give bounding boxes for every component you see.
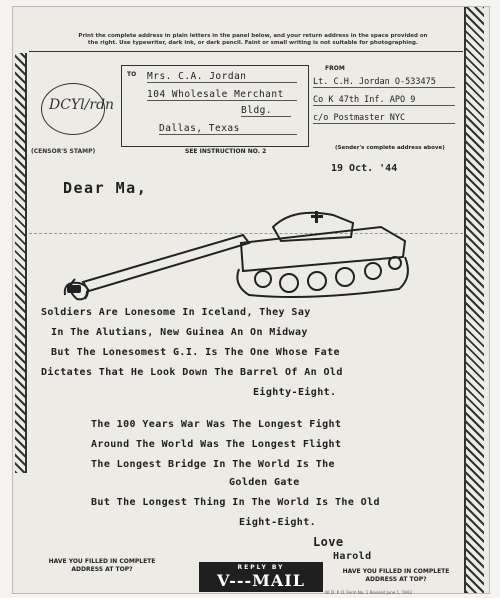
footer-left-line-1: HAVE YOU FILLED IN COMPLETE (48, 558, 156, 565)
recipient-address-box (121, 65, 309, 147)
to-address-line-4: Dallas, Texas (159, 123, 297, 135)
verse2-line-3: The Longest Bridge In The World Is The (91, 459, 335, 470)
verse1-line-5: Eighty-Eight. (253, 387, 337, 398)
verse2-line-4: Golden Gate (229, 477, 300, 488)
form-print-line: W. D. P. O. Form No. 1 Revised June 1, 1… (325, 590, 412, 595)
signature: Harold (333, 551, 372, 562)
reply-by-label: REPLY BY (237, 564, 285, 571)
to-label: TO (127, 71, 137, 78)
verse1-line-1: Soldiers Are Lonesome In Iceland, They S… (41, 307, 311, 318)
footer-right-line-2: ADDRESS AT TOP? (365, 576, 427, 583)
from-address-line-2: Co K 47th Inf. APO 9 (313, 95, 455, 106)
to-address-line-3: Bldg. (241, 105, 291, 117)
see-instruction-label: SEE INSTRUCTION NO. 2 (185, 148, 267, 155)
verse1-line-2: In The Alutians, New Guinea An On Midway (51, 327, 308, 338)
from-address-line-1: Lt. C.H. Jordan O-533475 (313, 77, 455, 88)
verse1-line-3: But The Lonesomest G.I. Is The One Whose… (51, 347, 340, 358)
to-address-line-1: Mrs. C.A. Jordan (147, 71, 297, 83)
sender-address-note: (Sender's complete address above) (335, 145, 445, 151)
verse1-line-4: Dictates That He Look Down The Barrel Of… (41, 367, 343, 378)
vmail-logo: REPLY BY V---MAIL (199, 562, 323, 592)
print-instructions: Print the complete address in plain lett… (78, 33, 428, 46)
censor-stamp-circle (41, 83, 105, 135)
tank-drawing (63, 211, 409, 301)
censor-stamp-label: (CENSOR'S STAMP) (31, 148, 96, 155)
from-address-line-3: c/o Postmaster NYC (313, 113, 455, 124)
censor-signature: DCYl/rdn (49, 97, 115, 113)
salutation: Dear Ma, (63, 179, 148, 197)
letter-date: 19 Oct. '44 (331, 163, 398, 174)
vmail-form: Print the complete address in plain lett… (12, 6, 490, 595)
left-hatched-border (15, 53, 27, 473)
verse2-line-2: Around The World Was The Longest Flight (91, 439, 342, 450)
verse2-line-6: Eight-Eight. (239, 517, 317, 528)
vmail-label: V---MAIL (216, 571, 306, 590)
verse2-line-5: But The Longest Thing In The World Is Th… (91, 497, 380, 508)
verse2-line-1: The 100 Years War Was The Longest Fight (91, 419, 342, 430)
to-address-line-2: 104 Wholesale Merchant (147, 89, 297, 101)
header-divider (29, 51, 463, 52)
footer-right-line-1: HAVE YOU FILLED IN COMPLETE (342, 568, 450, 575)
footer-left-line-2: ADDRESS AT TOP? (71, 566, 133, 573)
footer-note-left: HAVE YOU FILLED IN COMPLETE ADDRESS AT T… (37, 558, 167, 574)
from-label: FROM (325, 65, 345, 72)
right-hatched-border (464, 7, 484, 593)
closing: Love (313, 535, 344, 549)
fold-line (29, 233, 463, 234)
footer-note-right: HAVE YOU FILLED IN COMPLETE ADDRESS AT T… (331, 568, 461, 584)
